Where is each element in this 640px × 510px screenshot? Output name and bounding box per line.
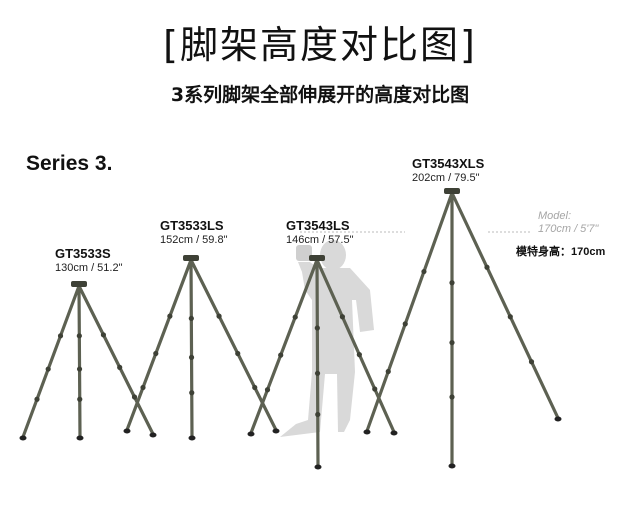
- tripod-leg: [315, 258, 396, 434]
- tripod-foot: [448, 463, 456, 469]
- tripod-head-plate: [183, 255, 199, 261]
- tripod-foot: [363, 429, 371, 435]
- model-note-label: Model:: [538, 210, 572, 222]
- tripod-model-name: GT3533S: [55, 246, 111, 261]
- leg-lock: [167, 313, 173, 319]
- tripod-gt3533s: [19, 281, 157, 441]
- leg-lock: [252, 384, 258, 391]
- leg-lock: [421, 268, 427, 275]
- tripod-head-plate: [71, 281, 87, 287]
- model-note-height: 170cm / 5'7": [538, 223, 599, 235]
- tripod-model-name: GT3533LS: [160, 218, 224, 233]
- tripod-height: 146cm / 57.5": [286, 234, 354, 246]
- tripod-foot: [554, 416, 562, 422]
- tripod-foot: [247, 431, 255, 437]
- leg-lock: [76, 366, 83, 372]
- leg-lock: [356, 352, 362, 358]
- tripod-model-name: GT3543LS: [286, 218, 350, 233]
- tripod-gt3543xls: [363, 188, 562, 469]
- leg-lock: [278, 352, 284, 358]
- tripod-head-plate: [309, 255, 325, 261]
- leg-lock: [339, 314, 346, 320]
- tripod-leg: [450, 191, 560, 420]
- leg-lock: [484, 264, 490, 270]
- tripod-leg: [77, 284, 82, 439]
- leg-lock: [264, 387, 271, 393]
- leg-lock: [315, 411, 321, 418]
- leg-lock: [153, 350, 159, 357]
- leg-lock: [140, 384, 146, 391]
- leg-lock: [188, 354, 195, 360]
- leg-lock: [235, 350, 241, 357]
- leg-lock: [131, 394, 138, 400]
- tripod-gt3533ls: [123, 255, 280, 441]
- leg-lock: [372, 386, 378, 392]
- tripod-foot: [390, 430, 398, 436]
- leg-lock: [528, 359, 535, 365]
- leg-lock: [314, 325, 320, 331]
- page-subtitle: 3系列脚架全部伸展开的高度对比图: [170, 84, 470, 106]
- leg-lock: [449, 394, 455, 400]
- leg-lock: [34, 396, 40, 402]
- tripod-leg: [189, 258, 194, 439]
- tripod-label-gt3533s: GT3533S 130cm / 51.2": [55, 246, 123, 276]
- leg-lock: [45, 366, 51, 372]
- tripod-leg: [21, 284, 81, 439]
- tripod-height: 202cm / 79.5": [412, 172, 480, 184]
- tripod-gt3543ls: [247, 255, 398, 470]
- leg-lock: [216, 313, 222, 319]
- leg-lock: [402, 321, 408, 327]
- leg-lock: [76, 333, 82, 339]
- tripod-foot: [19, 435, 27, 441]
- leg-lock: [385, 368, 391, 375]
- tripod-model-name: GT3543XLS: [412, 156, 485, 171]
- model-height-note: Model: 170cm / 5'7": [538, 210, 598, 236]
- tripod-label-gt3543xls: GT3543XLS 202cm / 79.5": [412, 156, 484, 186]
- tripod-foot: [76, 435, 84, 441]
- tripod-foot: [272, 428, 280, 434]
- leg-lock: [507, 314, 513, 320]
- tripod-height: 130cm / 51.2": [55, 262, 123, 274]
- tripod-foot: [149, 432, 157, 438]
- model-height-chinese: 模特身高：170cm: [516, 246, 606, 258]
- leg-lock: [449, 280, 455, 286]
- person-silhouette: [280, 240, 374, 437]
- leg-lock: [449, 340, 455, 346]
- tripod-foot: [314, 464, 322, 470]
- tripod-leg: [365, 191, 454, 433]
- tripod-foot: [123, 428, 131, 434]
- page-title: [脚架高度对比图]: [163, 23, 477, 67]
- tripod-leg: [249, 258, 319, 435]
- tripod-head-plate: [444, 188, 460, 194]
- tripod-height: 152cm / 59.8": [160, 234, 228, 246]
- tripod-foot: [188, 435, 196, 441]
- leg-lock: [57, 333, 64, 339]
- leg-lock: [77, 396, 83, 402]
- tripod-leg: [315, 258, 320, 468]
- leg-lock: [188, 315, 194, 322]
- series-label: Series 3.: [26, 152, 113, 175]
- tripod-label-gt3533ls: GT3533LS 152cm / 59.8": [160, 218, 228, 248]
- tripod-label-gt3543ls: GT3543LS 146cm / 57.5": [286, 218, 354, 248]
- leg-lock: [189, 390, 195, 396]
- tripod-leg: [125, 258, 193, 432]
- leg-lock: [100, 332, 107, 338]
- leg-lock: [314, 370, 321, 376]
- leg-lock: [117, 364, 123, 370]
- tripod-leg: [77, 284, 155, 436]
- leg-lock: [292, 314, 298, 320]
